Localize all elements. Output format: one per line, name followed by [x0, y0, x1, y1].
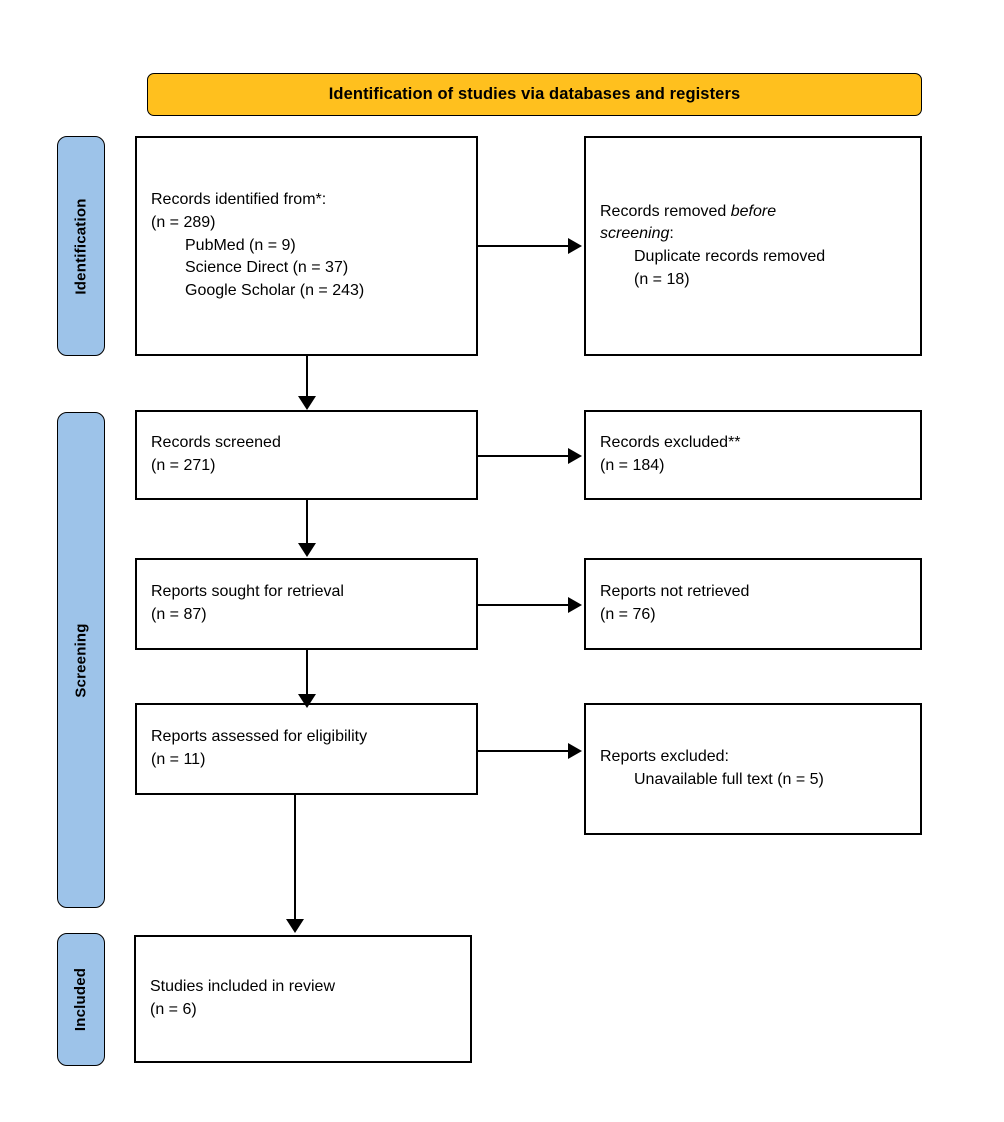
connector-shaft: [478, 750, 570, 752]
arrowhead-down-icon: [286, 919, 304, 933]
records-removed-line-2: screening:: [600, 223, 906, 246]
box-reports-sought: Reports sought for retrieval (n = 87): [135, 558, 478, 650]
stage-label-identification-text: Identification: [72, 197, 90, 295]
records-screened-line-1: Records screened: [151, 434, 281, 452]
arrowhead-down-icon: [298, 543, 316, 557]
box-reports-not-retrieved: Reports not retrieved (n = 76): [584, 558, 922, 650]
box-records-screened: Records screened (n = 271): [135, 410, 478, 500]
records-identified-line-1: Records identified from*:: [151, 191, 327, 209]
banner-label: Identification of studies via databases …: [328, 85, 741, 103]
diagram-banner-title: Identification of studies via databases …: [147, 73, 922, 116]
reports-assessed-line-1: Reports assessed for eligibility: [151, 728, 368, 746]
reports-not-retrieved-line-1: Reports not retrieved: [600, 583, 750, 601]
box-records-identified: Records identified from*: (n = 289) PubM…: [135, 136, 478, 356]
connector-shaft: [294, 795, 296, 922]
stage-label-identification: Identification: [57, 136, 105, 356]
arrowhead-down-icon: [298, 396, 316, 410]
reports-excluded-line-1: Reports excluded:: [600, 748, 729, 766]
reports-assessed-line-2: (n = 11): [151, 751, 206, 768]
box-studies-included: Studies included in review (n = 6): [134, 935, 472, 1063]
records-identified-science-direct: Science Direct (n = 37): [185, 259, 349, 277]
studies-included-line-1: Studies included in review: [150, 978, 335, 996]
connector-shaft: [478, 604, 570, 606]
records-excluded-line-1: Records excluded**: [600, 434, 741, 452]
connector-shaft: [478, 245, 570, 247]
records-identified-pubmed: PubMed (n = 9): [185, 236, 296, 254]
arrowhead-right-icon: [568, 238, 582, 254]
records-removed-line-2-italic: screening: [600, 225, 670, 243]
box-reports-assessed: Reports assessed for eligibility (n = 11…: [135, 703, 478, 795]
stage-label-screening: Screening: [57, 412, 105, 908]
connector-shaft: [306, 356, 308, 398]
records-removed-line-2-suffix: :: [669, 225, 674, 243]
connector-shaft: [478, 455, 570, 457]
records-removed-duplicates-count: (n = 18): [634, 270, 690, 288]
reports-sought-line-1: Reports sought for retrieval: [151, 583, 344, 601]
records-removed-duplicates: Duplicate records removed: [634, 248, 826, 265]
records-screened-line-2: (n = 271): [151, 457, 216, 474]
reports-excluded-unavailable-full-text: Unavailable full text (n = 5): [634, 771, 824, 788]
stage-label-included-text: Included: [72, 967, 90, 1032]
stage-label-included: Included: [57, 933, 105, 1066]
records-removed-line-1: Records removed before: [600, 201, 906, 224]
reports-not-retrieved-line-2: (n = 76): [600, 606, 656, 623]
reports-sought-line-2: (n = 87): [151, 606, 207, 623]
records-excluded-line-2: (n = 184): [600, 457, 665, 474]
stage-label-screening-text: Screening: [72, 622, 90, 698]
arrowhead-right-icon: [568, 597, 582, 613]
connector-shaft: [306, 500, 308, 545]
arrowhead-right-icon: [568, 448, 582, 464]
records-identified-google-scholar: Google Scholar (n = 243): [185, 282, 365, 300]
studies-included-line-2: (n = 6): [150, 1001, 197, 1018]
box-reports-excluded: Reports excluded: Unavailable full text …: [584, 703, 922, 835]
records-removed-line-1-prefix: Records removed: [600, 202, 731, 220]
records-identified-line-2: (n = 289): [151, 213, 216, 231]
arrowhead-down-icon: [298, 694, 316, 708]
connector-shaft: [306, 650, 308, 696]
box-records-removed: Records removed before screening: Duplic…: [584, 136, 922, 356]
box-records-excluded: Records excluded** (n = 184): [584, 410, 922, 500]
records-removed-line-1-italic: before: [730, 202, 777, 220]
arrowhead-right-icon: [568, 743, 582, 759]
